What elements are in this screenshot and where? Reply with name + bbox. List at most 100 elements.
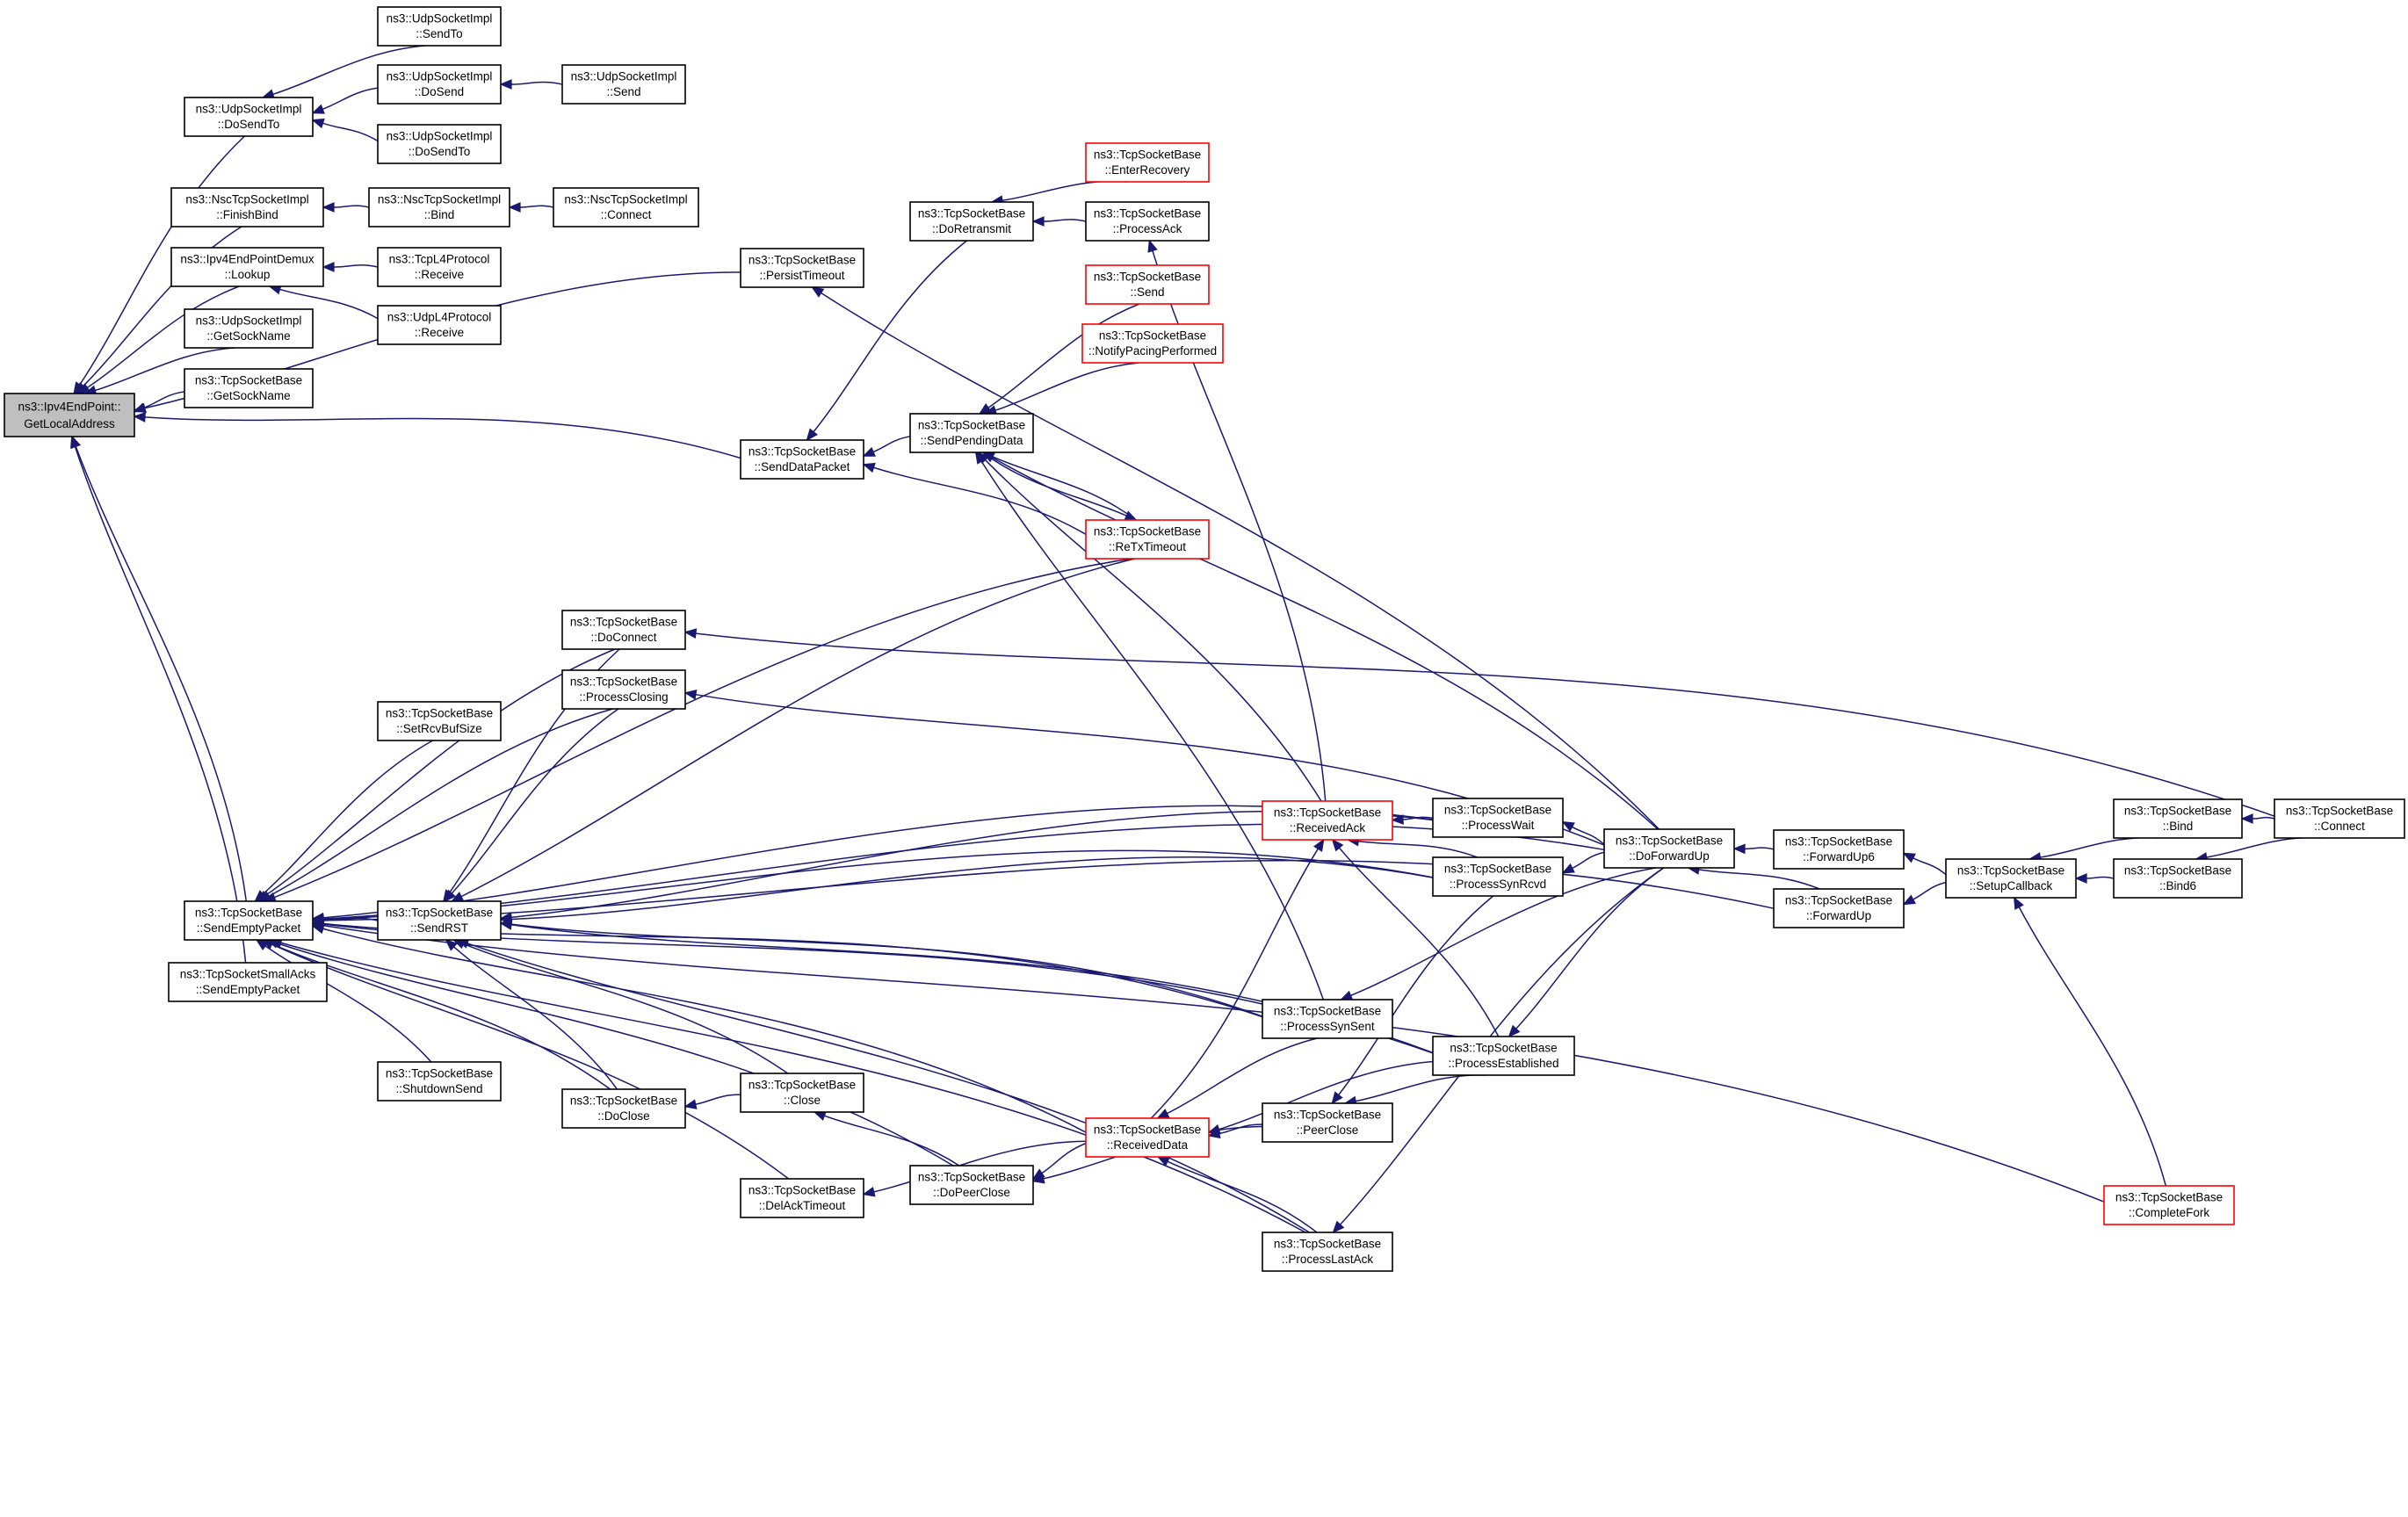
node-box[interactable] bbox=[1603, 828, 1735, 869]
node-doclose[interactable]: ns3::TcpSocketBase::DoClose bbox=[561, 1088, 686, 1129]
node-box[interactable] bbox=[740, 248, 864, 288]
node-box[interactable] bbox=[2274, 798, 2405, 839]
node-tcp_getsockname[interactable]: ns3::TcpSocketBase::GetSockName bbox=[184, 368, 314, 408]
node-box[interactable] bbox=[2113, 858, 2243, 899]
node-box[interactable] bbox=[184, 308, 314, 349]
node-box[interactable] bbox=[1085, 264, 1210, 305]
node-shutdownsend[interactable]: ns3::TcpSocketBase::ShutdownSend bbox=[377, 1061, 502, 1102]
node-retxtimeout[interactable]: ns3::TcpSocketBase::ReTxTimeout bbox=[1085, 519, 1210, 560]
node-box[interactable] bbox=[377, 701, 502, 741]
node-sendemptypacket[interactable]: ns3::TcpSocketBase::SendEmptyPacket bbox=[184, 900, 314, 941]
node-box[interactable] bbox=[1085, 1117, 1210, 1158]
node-tcp_send[interactable]: ns3::TcpSocketBase::Send bbox=[1085, 264, 1210, 305]
node-doforwardup[interactable]: ns3::TcpSocketBase::DoForwardUp bbox=[1603, 828, 1735, 869]
node-box[interactable] bbox=[909, 413, 1034, 453]
node-box[interactable] bbox=[561, 669, 686, 710]
node-box[interactable] bbox=[1432, 798, 1564, 838]
node-box[interactable] bbox=[740, 439, 864, 480]
node-udp_sendto[interactable]: ns3::UdpSocketImpl::SendTo bbox=[377, 6, 502, 47]
node-box[interactable] bbox=[561, 1088, 686, 1129]
node-delacktimeout[interactable]: ns3::TcpSocketBase::DelAckTimeout bbox=[740, 1178, 864, 1218]
node-processwait[interactable]: ns3::TcpSocketBase::ProcessWait bbox=[1432, 798, 1564, 838]
node-forwardup6[interactable]: ns3::TcpSocketBase::ForwardUp6 bbox=[1773, 829, 1905, 870]
node-tcp_bind6[interactable]: ns3::TcpSocketBase::Bind6 bbox=[2113, 858, 2243, 899]
node-tcp_connect[interactable]: ns3::TcpSocketBase::Connect bbox=[2274, 798, 2405, 839]
node-box[interactable] bbox=[1262, 1102, 1393, 1143]
node-notifypacing[interactable]: ns3::TcpSocketBase::NotifyPacingPerforme… bbox=[1081, 323, 1224, 364]
node-forwardup[interactable]: ns3::TcpSocketBase::ForwardUp bbox=[1773, 888, 1905, 928]
node-box[interactable] bbox=[170, 187, 324, 228]
node-setrcvbufsize[interactable]: ns3::TcpSocketBase::SetRcvBufSize bbox=[377, 701, 502, 741]
node-box[interactable] bbox=[184, 900, 314, 941]
node-box[interactable] bbox=[170, 247, 324, 287]
node-processclosing[interactable]: ns3::TcpSocketBase::ProcessClosing bbox=[561, 669, 686, 710]
node-box[interactable] bbox=[1262, 999, 1393, 1039]
node-completefork[interactable]: ns3::TcpSocketBase::CompleteFork bbox=[2103, 1185, 2235, 1225]
node-processsynrcvd[interactable]: ns3::TcpSocketBase::ProcessSynRcvd bbox=[1432, 856, 1564, 897]
node-box[interactable] bbox=[184, 368, 314, 408]
node-udp_dosendto[interactable]: ns3::UdpSocketImpl::DoSendTo bbox=[184, 97, 314, 137]
node-demux_lookup[interactable]: ns3::Ipv4EndPointDemux::Lookup bbox=[170, 247, 324, 287]
node-receiveddata[interactable]: ns3::TcpSocketBase::ReceivedData bbox=[1085, 1117, 1210, 1158]
node-box[interactable] bbox=[1773, 888, 1905, 928]
node-box[interactable] bbox=[909, 201, 1034, 242]
node-box[interactable] bbox=[168, 962, 328, 1002]
node-udpl4_receive[interactable]: ns3::UdpL4Protocol::Receive bbox=[377, 305, 502, 345]
node-box[interactable] bbox=[1262, 800, 1393, 841]
node-box[interactable] bbox=[1085, 519, 1210, 560]
node-box[interactable] bbox=[561, 64, 686, 105]
node-box[interactable] bbox=[1432, 1036, 1575, 1076]
node-udp_dosendto2[interactable]: ns3::UdpSocketImpl::DoSendTo bbox=[377, 124, 502, 164]
node-processsynsent[interactable]: ns3::TcpSocketBase::ProcessSynSent bbox=[1262, 999, 1393, 1039]
node-udp_send[interactable]: ns3::UdpSocketImpl::Send bbox=[561, 64, 686, 105]
node-box[interactable] bbox=[2113, 798, 2243, 839]
node-box[interactable] bbox=[1432, 856, 1564, 897]
node-tcpl4_receive[interactable]: ns3::TcpL4Protocol::Receive bbox=[377, 247, 502, 287]
node-box[interactable] bbox=[377, 247, 502, 287]
node-box[interactable] bbox=[377, 64, 502, 105]
node-box[interactable] bbox=[377, 124, 502, 164]
node-box[interactable] bbox=[377, 6, 502, 47]
node-box[interactable] bbox=[553, 187, 699, 228]
node-processack[interactable]: ns3::TcpSocketBase::ProcessAck bbox=[1085, 201, 1210, 242]
node-box[interactable] bbox=[1262, 1232, 1393, 1272]
node-box[interactable] bbox=[1773, 829, 1905, 870]
node-nsc_connect[interactable]: ns3::NscTcpSocketImpl::Connect bbox=[553, 187, 699, 228]
node-doconnect[interactable]: ns3::TcpSocketBase::DoConnect bbox=[561, 610, 686, 650]
node-tcp_bind[interactable]: ns3::TcpSocketBase::Bind bbox=[2113, 798, 2243, 839]
node-box[interactable] bbox=[1081, 323, 1224, 364]
node-receivedack[interactable]: ns3::TcpSocketBase::ReceivedAck bbox=[1262, 800, 1393, 841]
node-dopeerclose[interactable]: ns3::TcpSocketBase::DoPeerClose bbox=[909, 1165, 1034, 1205]
node-box[interactable] bbox=[1085, 142, 1210, 183]
node-close[interactable]: ns3::TcpSocketBase::Close bbox=[740, 1073, 864, 1113]
node-smallacks[interactable]: ns3::TcpSocketSmallAcks::SendEmptyPacket bbox=[168, 962, 328, 1002]
node-box[interactable] bbox=[740, 1178, 864, 1218]
node-box[interactable] bbox=[1945, 858, 2077, 899]
node-box[interactable] bbox=[377, 305, 502, 345]
node-box[interactable] bbox=[368, 187, 510, 228]
node-box[interactable] bbox=[4, 393, 135, 437]
node-box[interactable] bbox=[184, 97, 314, 137]
node-nsc_finishbind[interactable]: ns3::NscTcpSocketImpl::FinishBind bbox=[170, 187, 324, 228]
node-doretransmit[interactable]: ns3::TcpSocketBase::DoRetransmit bbox=[909, 201, 1034, 242]
node-box[interactable] bbox=[377, 1061, 502, 1102]
node-processestablished[interactable]: ns3::TcpSocketBase::ProcessEstablished bbox=[1432, 1036, 1575, 1076]
node-sendrst[interactable]: ns3::TcpSocketBase::SendRST bbox=[377, 900, 502, 941]
node-sendpendingdata[interactable]: ns3::TcpSocketBase::SendPendingData bbox=[909, 413, 1034, 453]
node-box[interactable] bbox=[377, 900, 502, 941]
node-root[interactable]: ns3::Ipv4EndPoint::GetLocalAddress bbox=[4, 393, 135, 437]
node-senddatapacket[interactable]: ns3::TcpSocketBase::SendDataPacket bbox=[740, 439, 864, 480]
node-nsc_bind[interactable]: ns3::NscTcpSocketImpl::Bind bbox=[368, 187, 510, 228]
node-box[interactable] bbox=[909, 1165, 1034, 1205]
node-enterrecovery[interactable]: ns3::TcpSocketBase::EnterRecovery bbox=[1085, 142, 1210, 183]
node-peerclose[interactable]: ns3::TcpSocketBase::PeerClose bbox=[1262, 1102, 1393, 1143]
node-udp_getsockname[interactable]: ns3::UdpSocketImpl::GetSockName bbox=[184, 308, 314, 349]
node-box[interactable] bbox=[561, 610, 686, 650]
node-persisttimeout[interactable]: ns3::TcpSocketBase::PersistTimeout bbox=[740, 248, 864, 288]
node-box[interactable] bbox=[740, 1073, 864, 1113]
node-box[interactable] bbox=[2103, 1185, 2235, 1225]
node-processlastack[interactable]: ns3::TcpSocketBase::ProcessLastAck bbox=[1262, 1232, 1393, 1272]
node-udp_dosend[interactable]: ns3::UdpSocketImpl::DoSend bbox=[377, 64, 502, 105]
node-setupcallback[interactable]: ns3::TcpSocketBase::SetupCallback bbox=[1945, 858, 2077, 899]
node-box[interactable] bbox=[1085, 201, 1210, 242]
